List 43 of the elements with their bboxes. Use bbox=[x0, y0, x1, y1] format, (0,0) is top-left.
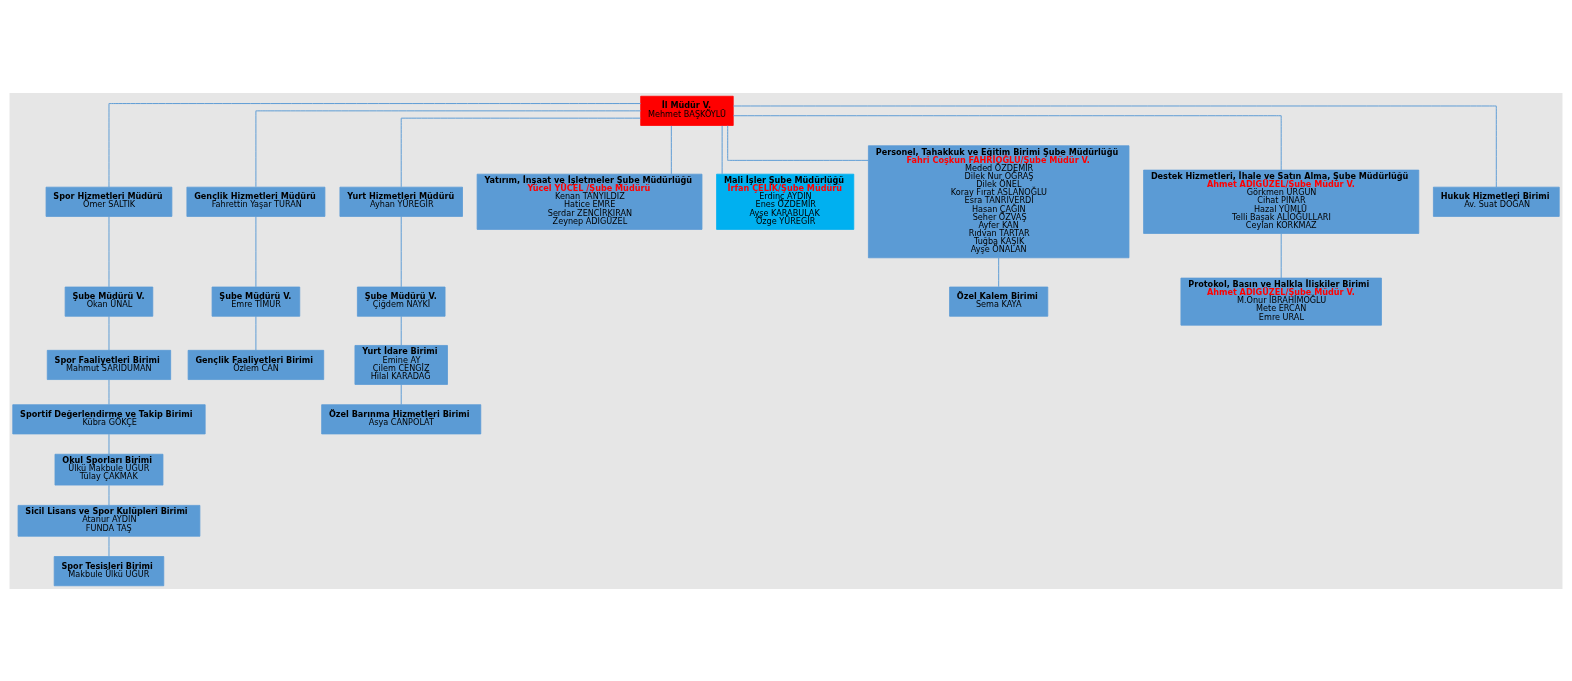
node-box: Gençlik Faaliyetleri Birimi Özlem CAN bbox=[187, 349, 325, 380]
node-box: Sicil Lisans ve Spor Kulüpleri Birimi Atanur AYDIN FUNDA TAŞ bbox=[17, 504, 201, 537]
node-box: Personel, Tahakkuk ve Eğitim Birimi Şube Müdürlüğü Fahri Coşkun FAHRİOĞLU/Şube Müdür V. Meded ÖZDEMİR Dilek Nur OĞRAŞ Dilek ÖNEL Koray Fırat ASLANOĞLU Esra TANRIVERDİ Hasan ÇAĞIN Seher ÖZVAŞ Ayfer KAN Rıdvan TARTAR Tuğba KAŞIK Ayşe ÖNALAN bbox=[868, 144, 1130, 258]
node-box: Protokol, Basın ve Halkla İlişkiler Birimi Ahmet ADIGÜZEL/Şube Müdür V. M.Onur İBRAHİMOĞLU Mete ERCAN Emre URAL bbox=[1180, 277, 1382, 326]
node-box: Yatırım, İnşaat ve İşletmeler Şube Müdürlüğü Yücel YÜCEL /Şube Müdürü Kenan TANYILDIZ Hatice EMRE Serdar ZENCİRKIRAN Zeynep ADIGÜZEL bbox=[476, 173, 703, 230]
node-box: Mali İşler Şube Müdürlüğü İrfan ÇELİK/Şube Müdürü Erdinç AYDIN Enes ÖZDEMİR Ayşe KARABULAK Özge YÜREGİR bbox=[716, 173, 855, 230]
connector bbox=[108, 378, 110, 405]
connector bbox=[255, 315, 257, 351]
node-box: Özel Kalem Birimi Sema KAYA bbox=[949, 286, 1049, 317]
node-box: İl Müdür V. Mehmet BAŞKÖYLÜ bbox=[640, 95, 734, 126]
connector bbox=[998, 256, 1000, 287]
node-box: Spor Hizmetleri Müdürü Ömer SALTIK bbox=[45, 186, 173, 217]
connector bbox=[727, 124, 869, 161]
node-box: Destek Hizmetleri, İhale ve Satın Alma, Şube Müdürlüğü Ahmet ADIGÜZEL/Şube Müdür V. Görkmen URGUN Cihat PINAR Hazal YÜMLÜ Telli Başak ALİOĞULLARI Ceylan KORKMAZ bbox=[1143, 169, 1420, 234]
connector bbox=[732, 105, 1497, 187]
node-box: Yurt İdare Birimi Emine AY Çilem CENGİZ Hilal KARADAĞ bbox=[354, 344, 448, 385]
connector bbox=[1280, 232, 1282, 278]
connector bbox=[108, 433, 110, 455]
connector bbox=[108, 215, 110, 287]
node-box: Sportif Değerlendirme ve Takip Birimi Kübra GÖKÇE bbox=[12, 403, 206, 434]
node-box: Gençlik Hizmetleri Müdürü Fahrettin Yaşar TURAN bbox=[186, 186, 326, 217]
connector bbox=[721, 124, 723, 174]
connector bbox=[255, 109, 642, 187]
connector bbox=[670, 124, 672, 174]
node-box: Şube Müdürü V. Çiğdem NAYKİ bbox=[356, 286, 446, 317]
node-box: Spor Faaliyetleri Birimi Mahmut SARIDUMAN bbox=[46, 349, 172, 380]
node-box: Şube Müdürü V. Okan ÜNAL bbox=[64, 286, 154, 317]
connector bbox=[108, 484, 110, 506]
connector bbox=[400, 383, 402, 405]
connector bbox=[108, 102, 642, 188]
connector bbox=[108, 535, 110, 557]
connector bbox=[255, 215, 257, 287]
node-box: Hukuk Hizmetleri Birimi Av. Suat DOĞAN bbox=[1433, 186, 1560, 217]
connector bbox=[400, 215, 402, 287]
node-box: Özel Barınma Hizmetleri Birimi Asya CANPOLAT bbox=[321, 403, 482, 434]
connector bbox=[400, 315, 402, 346]
node-box: Şube Müdürü V. Emre TİMUR bbox=[211, 286, 301, 317]
connector bbox=[400, 117, 641, 187]
node-box: Yurt Hizmetleri Müdürü Ayhan YÜREGİR bbox=[339, 186, 463, 217]
connector bbox=[108, 315, 110, 351]
connector bbox=[732, 114, 1282, 170]
node-box: Okul Sporları Birimi Ülkü Makbule UĞUR Tülay ÇAKMAK bbox=[54, 453, 164, 485]
node-box: Spor Tesisleri Birimi Makbule Ülkü UĞUR bbox=[53, 555, 165, 586]
